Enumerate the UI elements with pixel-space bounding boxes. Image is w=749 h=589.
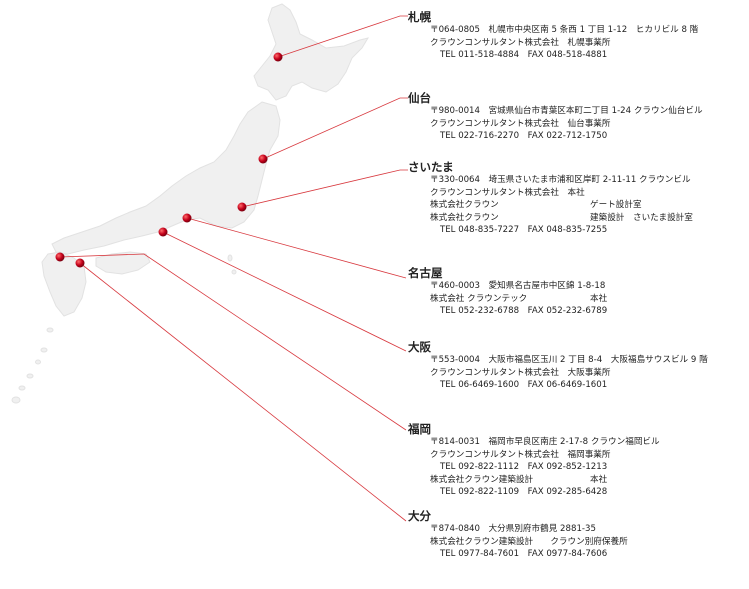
office-nagoya: 名古屋 〒460-0003 愛知県名古屋市中区錦 1-8-18 株式会社 クラウ… <box>408 266 608 318</box>
tel-fax: TEL 0977-84-7601 FAX 0977-84-7606 <box>440 549 608 559</box>
tel-fax: TEL 092-822-1112 FAX 092-852-1213 <box>440 462 608 472</box>
leader-fukuoka <box>59 253 407 431</box>
leader-nagoya <box>186 217 407 279</box>
office-name: 大分 <box>408 509 431 523</box>
office-sendai: 仙台 〒980-0014 宮城県仙台市青葉区本町二丁目 1-24 クラウン仙台ビ… <box>408 91 703 143</box>
company-division: 株式会社クラウン 建築設計 さいたま設計室 <box>430 212 693 225</box>
pin-nagoya <box>182 213 192 223</box>
tel-fax: TEL 048-835-7227 FAX 048-835-7255 <box>440 225 608 235</box>
office-oita: 大分 〒874-0840 大分県別府市鶴見 2881-35 株式会社クラウン建築… <box>408 509 628 561</box>
pin-saitama <box>237 202 247 212</box>
kyushu-shape <box>41 251 87 317</box>
company: クラウンコンサルタント株式会社 本社 <box>430 187 585 198</box>
tel-fax: TEL 06-6469-1600 FAX 06-6469-1601 <box>440 380 608 390</box>
office-sapporo: 札幌 〒064-0805 札幌市中央区南 5 条西 1 丁目 1-12 ヒカリビ… <box>408 10 699 62</box>
company-name: 株式会社クラウン <box>430 200 499 210</box>
address: 〒874-0840 大分県別府市鶴見 2881-35 <box>430 524 596 534</box>
leader-lines <box>59 15 408 522</box>
company-name: 株式会社クラウン建築設計 <box>430 474 534 485</box>
office-name: 大阪 <box>408 340 431 354</box>
pin-oita <box>75 258 85 268</box>
office-name: 札幌 <box>408 10 431 24</box>
pins <box>55 52 283 268</box>
office-fukuoka: 福岡 〒814-0031 福岡市早良区南庄 2-17-8 クラウン福岡ビル クラ… <box>408 422 660 499</box>
address: 〒814-0031 福岡市早良区南庄 2-17-8 クラウン福岡ビル <box>430 437 660 447</box>
leader-oita <box>79 262 407 522</box>
office-saitama: さいたま 〒330-0064 埼玉県さいたま市浦和区岸町 2-11-11 クラウ… <box>408 160 693 237</box>
honshu-shape <box>51 101 281 255</box>
office-name: 仙台 <box>408 91 431 105</box>
company: クラウンコンサルタント株式会社 仙台事業所 <box>430 118 611 129</box>
address: 〒330-0064 埼玉県さいたま市浦和区岸町 2-11-11 クラウンビル <box>430 175 691 185</box>
pin-sapporo <box>273 52 283 62</box>
tel-fax: TEL 052-232-6788 FAX 052-232-6789 <box>440 306 608 316</box>
company: 株式会社クラウン建築設計 クラウン別府保養所 <box>430 536 628 547</box>
tel-fax: TEL 022-716-2270 FAX 022-712-1750 <box>440 131 608 141</box>
hokkaido-shape <box>253 3 370 101</box>
division-name: 本社 <box>590 474 608 485</box>
office-osaka: 大阪 〒553-0004 大阪市福島区玉川 2 丁目 8-4 大阪福島サウスビル… <box>408 340 708 392</box>
address: 〒980-0014 宮城県仙台市青葉区本町二丁目 1-24 クラウン仙台ビル <box>430 106 703 116</box>
leader-saitama <box>241 169 408 208</box>
company-division: 株式会社クラウン ゲート設計室 <box>430 199 691 212</box>
pin-osaka <box>158 227 168 237</box>
office-name: 名古屋 <box>408 266 443 280</box>
pin-sendai <box>258 154 268 164</box>
leader-sendai <box>262 97 408 160</box>
address: 〒553-0004 大阪市福島区玉川 2 丁目 8-4 大阪福島サウスビル 9 … <box>430 355 708 365</box>
address: 〒460-0003 愛知県名古屋市中区錦 1-8-18 <box>430 281 606 291</box>
company-division: 株式会社 クラウンテック 本社 <box>430 293 607 306</box>
company-division: 株式会社クラウン建築設計 本社 <box>430 474 660 487</box>
company: クラウンコンサルタント株式会社 福岡事業所 <box>430 449 611 460</box>
leader-sapporo <box>277 15 408 58</box>
division-name: ゲート設計室 <box>590 200 642 210</box>
tel-fax: TEL 092-822-1109 FAX 092-285-6428 <box>440 487 608 497</box>
company: クラウンコンサルタント株式会社 札幌事業所 <box>430 37 611 48</box>
company-name: 株式会社クラウン <box>430 212 499 223</box>
pin-fukuoka <box>55 252 65 262</box>
southern-islands <box>11 254 237 404</box>
company: クラウンコンサルタント株式会社 大阪事業所 <box>430 367 611 378</box>
address: 〒064-0805 札幌市中央区南 5 条西 1 丁目 1-12 ヒカリビル 8… <box>430 25 699 35</box>
office-name: 福岡 <box>408 422 431 436</box>
company-name: 株式会社 クラウンテック <box>430 293 528 304</box>
leader-osaka <box>162 231 407 352</box>
division-name: 本社 <box>590 293 608 304</box>
division-name: 建築設計 さいたま設計室 <box>590 212 693 223</box>
shikoku-shape <box>95 251 151 275</box>
office-name: さいたま <box>408 160 454 174</box>
tel-fax: TEL 011-518-4884 FAX 048-518-4881 <box>440 50 608 60</box>
